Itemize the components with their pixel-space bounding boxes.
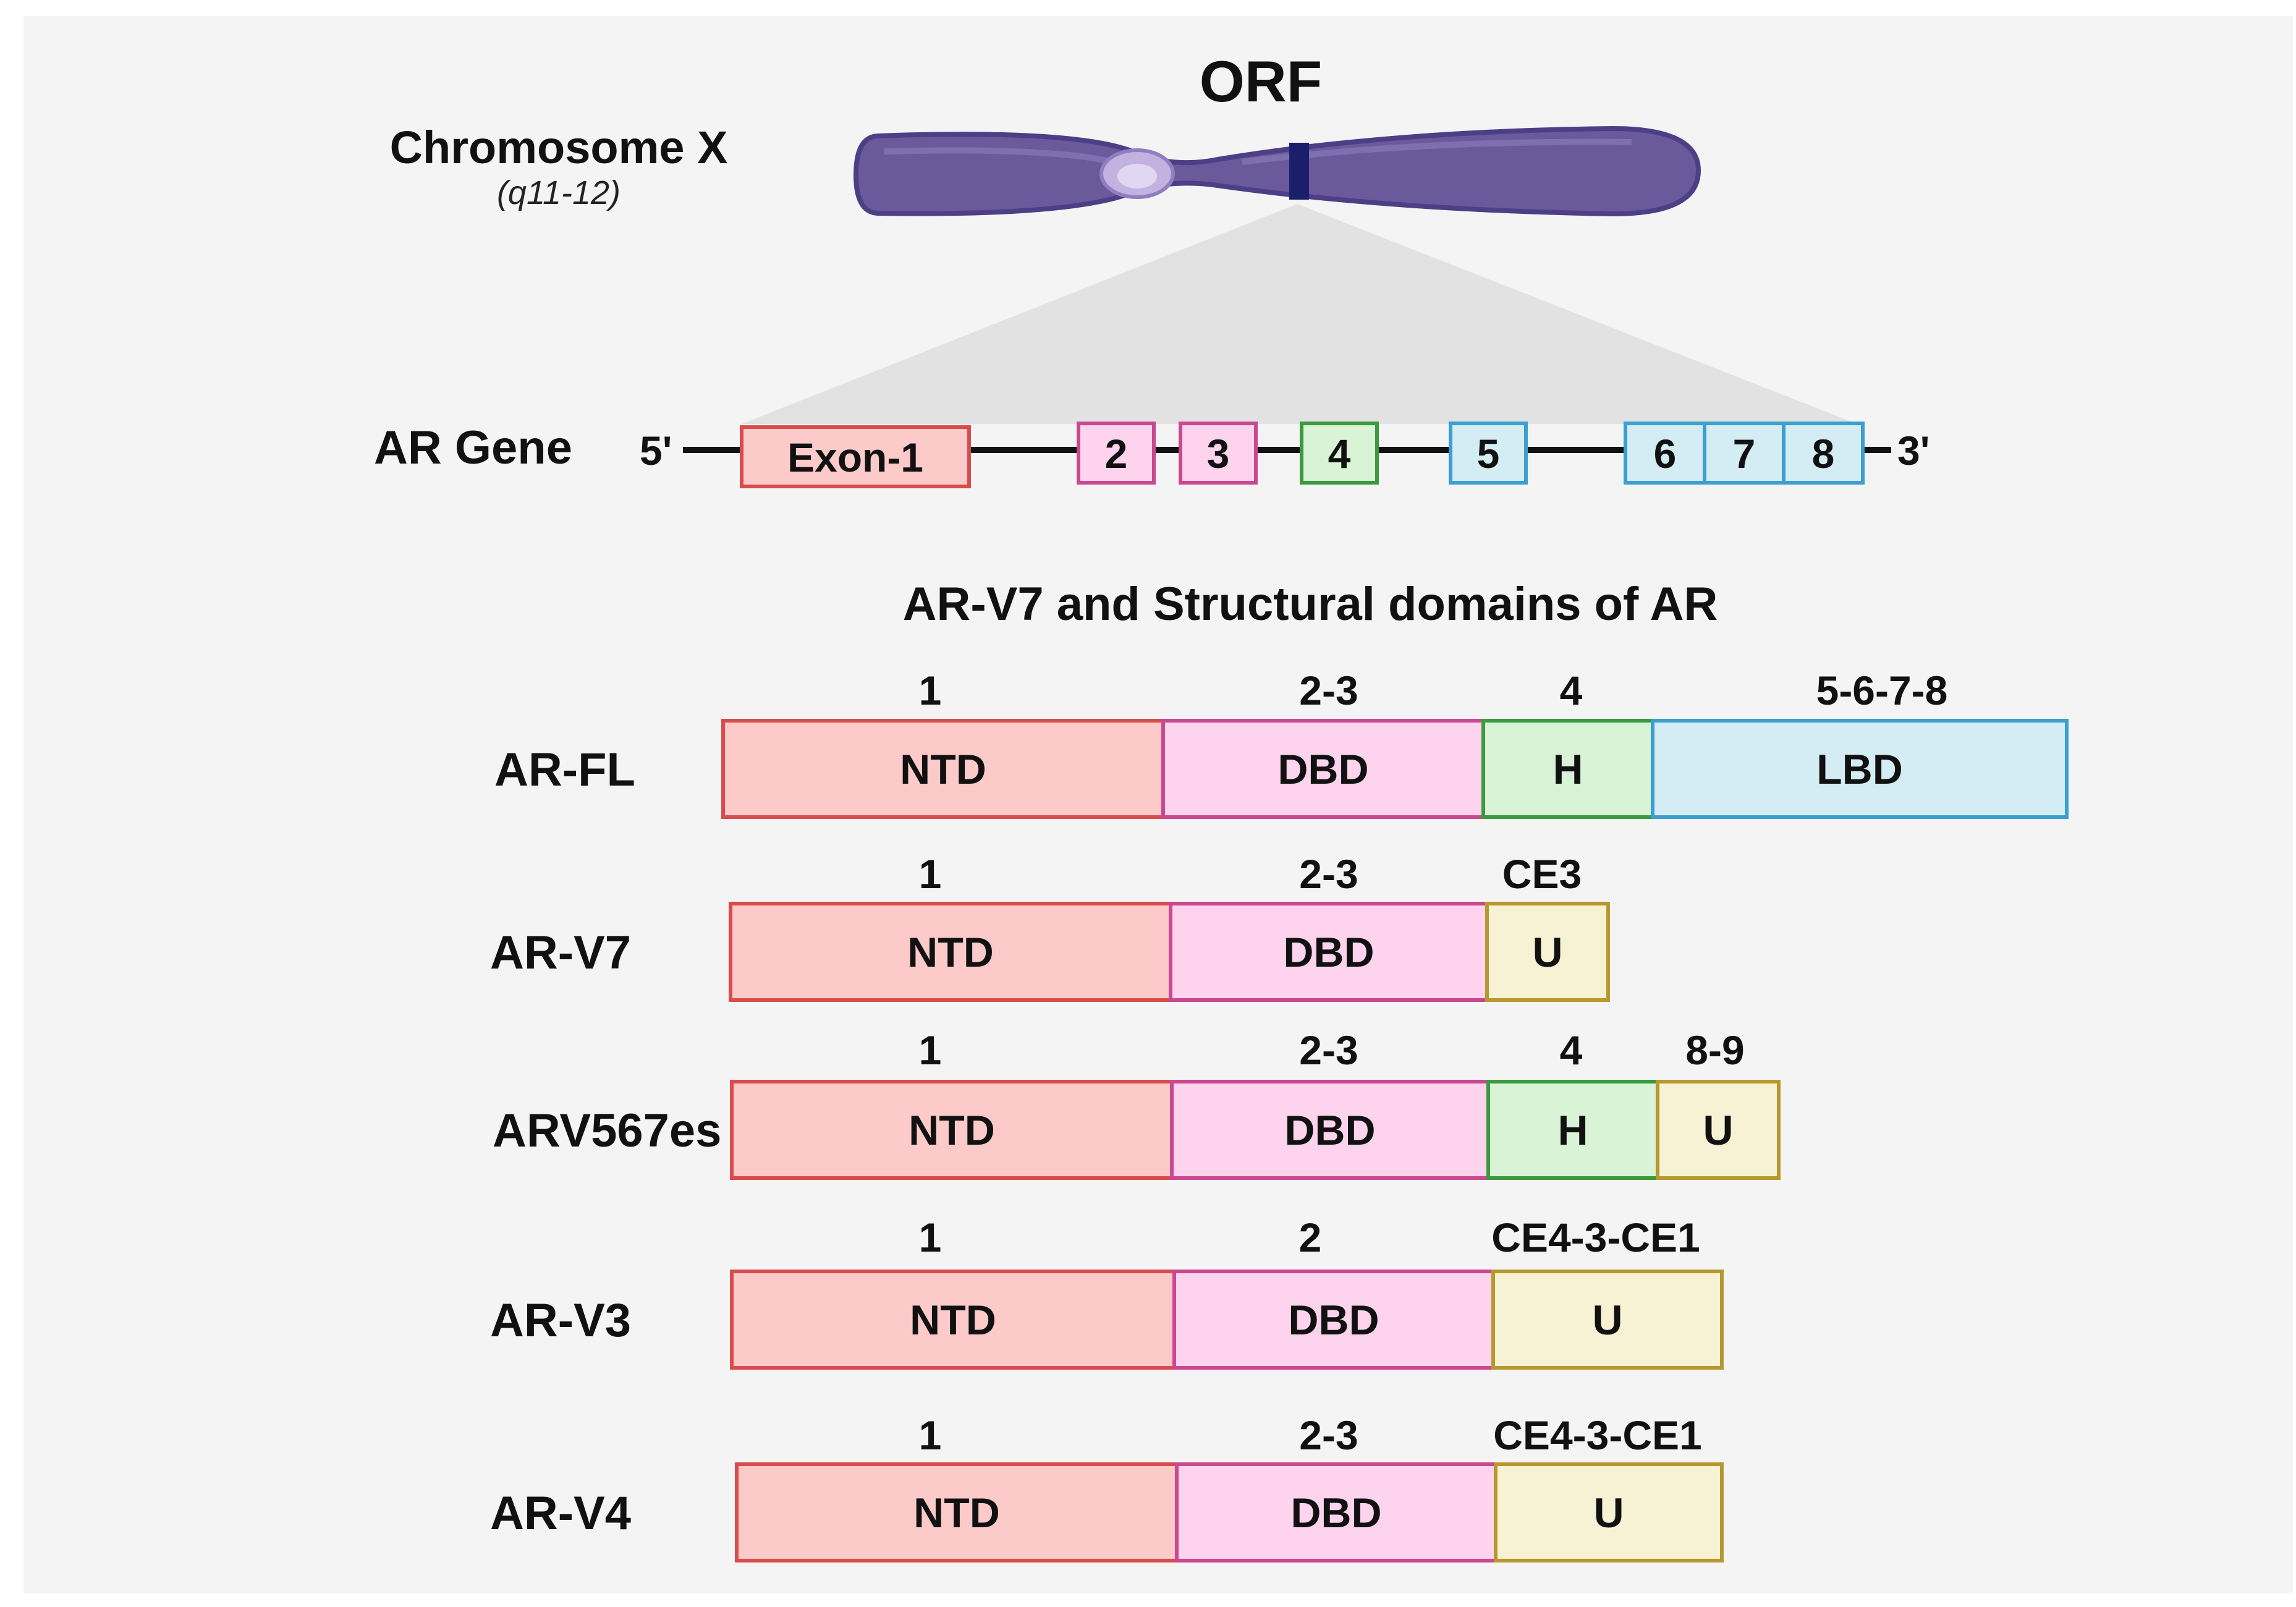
variant-name: AR-V7 [490, 926, 631, 979]
domain-ntd [729, 902, 1172, 1002]
exon-box [740, 425, 971, 488]
exon-label: Exon-1 [787, 435, 923, 480]
exon-label: 8 [1812, 431, 1835, 477]
domain-ntd [730, 1080, 1174, 1180]
domain-label: U [1532, 929, 1562, 976]
variant-name: AR-V3 [490, 1294, 631, 1347]
exon-number-label: 2-3 [1299, 851, 1358, 897]
exon-number-label: 1 [919, 851, 942, 897]
chromosome-band-ar-locus [1289, 143, 1309, 200]
domain-ntd [735, 1462, 1179, 1562]
domain-label: DBD [1288, 1297, 1379, 1344]
chromosome-x [853, 125, 1701, 217]
domain-unique [1494, 1462, 1724, 1562]
chromosome-highlight [883, 147, 1114, 165]
ar-gene-label: AR Gene [374, 422, 572, 474]
variant-name: ARV567es [493, 1105, 721, 1157]
exon-number-label: 1 [919, 1027, 942, 1073]
domain-label: U [1593, 1490, 1624, 1537]
domain-hinge [1481, 719, 1654, 819]
domain-dbd [1175, 1462, 1497, 1562]
centromere-inner [1117, 164, 1157, 189]
exon-number-label: 4 [1560, 1027, 1583, 1073]
exon-number-label: CE4-3-CE1 [1491, 1215, 1700, 1260]
domain-label: DBD [1283, 929, 1374, 976]
exon-label: 5 [1477, 431, 1500, 477]
exon-number-label: 1 [919, 668, 942, 713]
domain-ntd [730, 1270, 1176, 1370]
zoom-region-shape [742, 204, 1857, 424]
domain-label: NTD [909, 1107, 995, 1154]
exon-box [1300, 422, 1379, 485]
domain-unique [1491, 1270, 1724, 1370]
exon-number-label: 4 [1560, 668, 1583, 713]
domain-label: NTD [907, 929, 994, 976]
exon-label: 2 [1105, 431, 1128, 477]
three-prime-label: 3' [1897, 428, 1930, 473]
exon-number-label: 2-3 [1299, 1412, 1358, 1458]
domain-dbd [1169, 902, 1489, 1002]
domain-unique [1485, 902, 1610, 1002]
domain-label: DBD [1277, 746, 1368, 793]
exon-number-label: 1 [919, 1412, 942, 1458]
exon-number-label: CE3 [1502, 851, 1582, 897]
exon-track: Exon-1 2 3 4 5 6 7 8 [740, 422, 1865, 488]
domain-lbd [1651, 719, 2069, 819]
exon-number-label: 2 [1299, 1215, 1322, 1260]
exon-label: 3 [1207, 431, 1230, 477]
five-prime-label: 5' [640, 428, 672, 473]
exon-box [1782, 422, 1865, 485]
exon-label: 6 [1654, 431, 1677, 477]
domain-label: H [1557, 1107, 1588, 1154]
section-title: AR-V7 and Structural domains of AR [903, 578, 1718, 630]
domain-label: H [1553, 746, 1583, 793]
exon-box [1624, 422, 1706, 485]
exon-number-label: 5-6-7-8 [1816, 668, 1948, 713]
domain-dbd [1172, 1270, 1495, 1370]
chromosome-body [853, 125, 1701, 217]
domain-unique [1656, 1080, 1781, 1180]
chromosome-locus: (q11-12) [497, 174, 621, 211]
domain-label: NTD [910, 1297, 996, 1344]
domain-ntd [721, 719, 1165, 819]
exon-box [1179, 422, 1258, 485]
variant-name: AR-FL [494, 744, 635, 796]
exon-number-label: 8-9 [1685, 1027, 1744, 1073]
domain-label: LBD [1816, 746, 1903, 793]
orf-label: ORF [1200, 49, 1322, 114]
chromosome-label: Chromosome X [390, 122, 728, 173]
exon-box [1449, 422, 1528, 485]
variant-name: AR-V4 [490, 1487, 631, 1540]
domain-label: NTD [913, 1490, 1000, 1537]
exon-number-label: CE4-3-CE1 [1493, 1412, 1701, 1458]
domain-label: U [1703, 1107, 1733, 1154]
exon-number-label: 2-3 [1299, 1027, 1358, 1073]
domain-label: NTD [900, 746, 986, 793]
exon-number-label: 2-3 [1299, 668, 1358, 713]
exon-label: 7 [1733, 431, 1756, 477]
exon-number-label: 1 [919, 1215, 942, 1260]
domain-label: DBD [1284, 1107, 1375, 1154]
exon-box [1077, 422, 1156, 485]
domain-dbd [1161, 719, 1485, 819]
exon-label: 4 [1328, 431, 1351, 477]
domain-label: DBD [1290, 1490, 1381, 1537]
domain-dbd [1170, 1080, 1490, 1180]
domain-label: U [1592, 1297, 1622, 1344]
